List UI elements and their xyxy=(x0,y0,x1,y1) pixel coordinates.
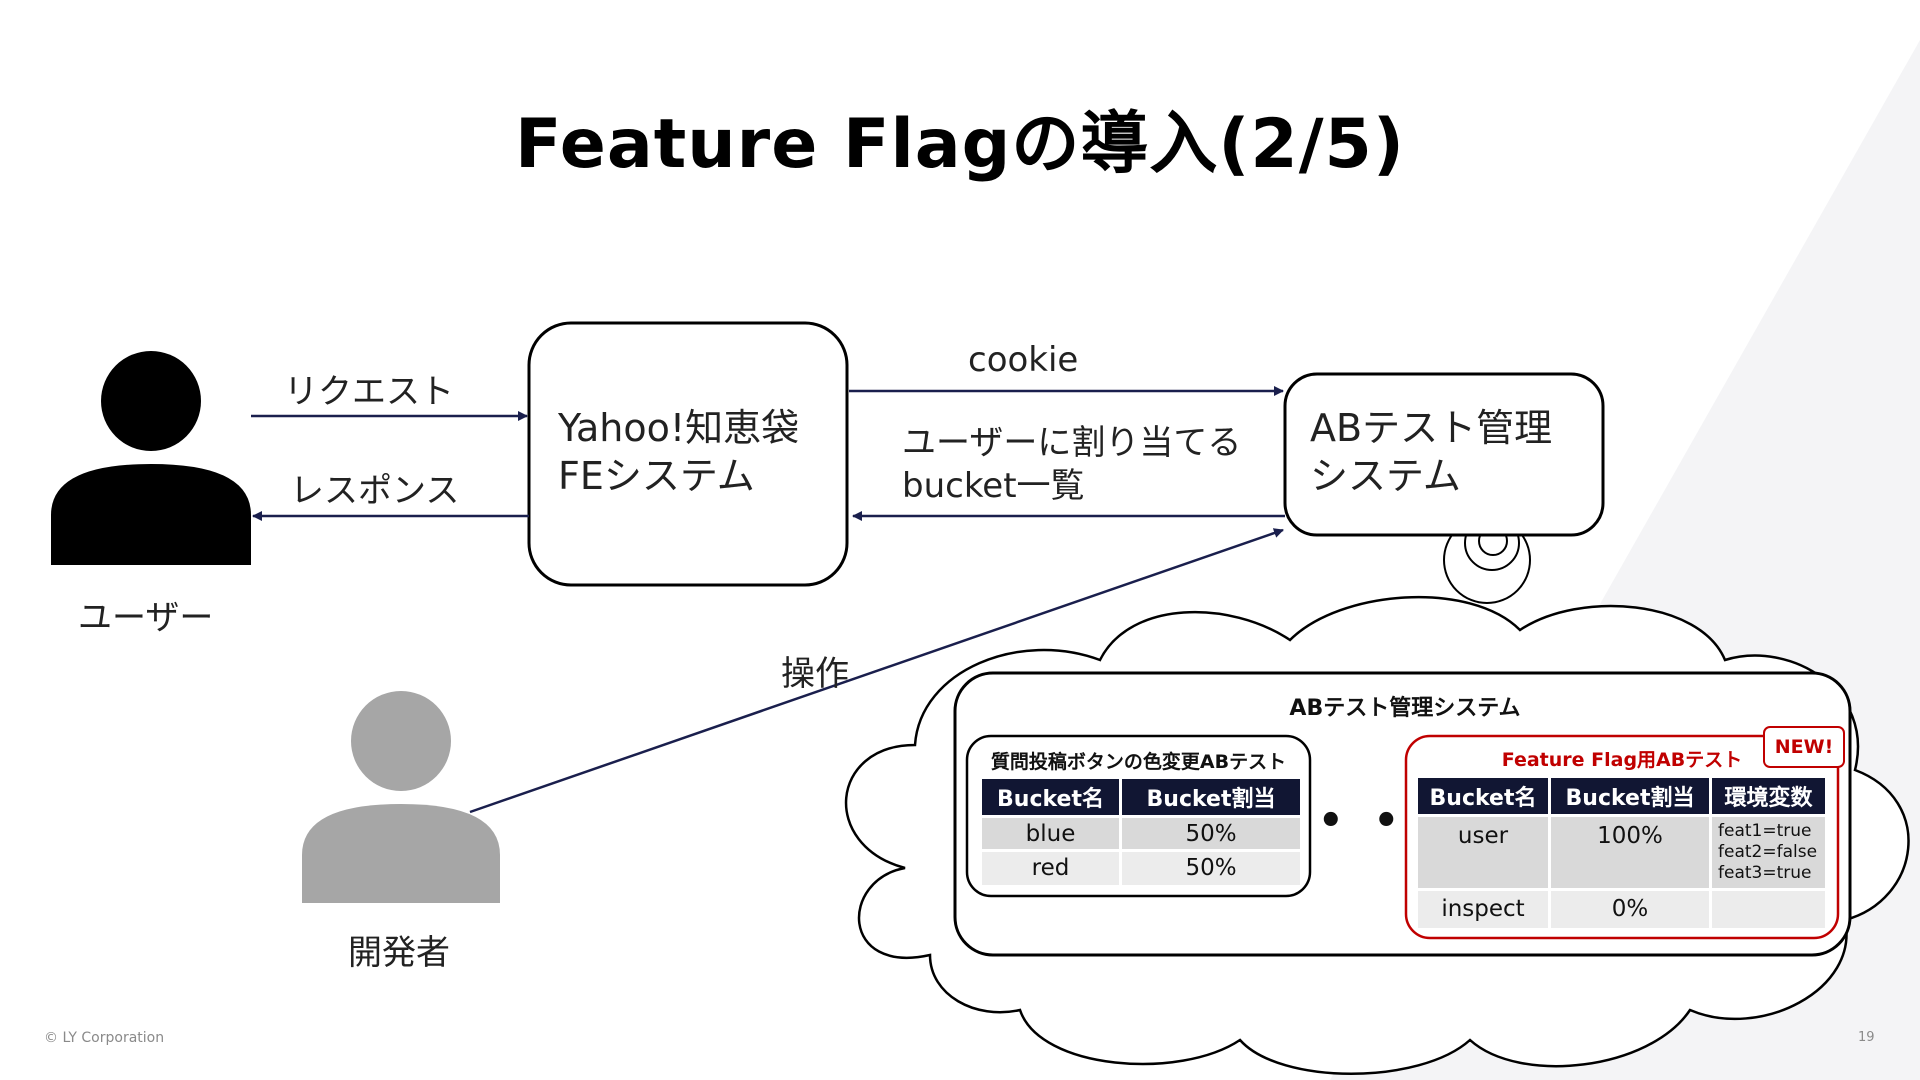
new-badge: NEW! xyxy=(1763,726,1845,768)
ab-system-label: ABテスト管理 システム xyxy=(1310,404,1552,500)
developer-icon xyxy=(302,691,500,903)
test2-cell-env: feat1=true feat2=false feat3=true xyxy=(1710,814,1825,890)
bucket-list-label-2: bucket一覧 xyxy=(902,466,1085,506)
test1-header-bucket-name: Bucket名 xyxy=(982,779,1122,817)
copyright-footer: © LY Corporation xyxy=(44,1030,165,1046)
test2-cell-share: 0% xyxy=(1549,888,1712,928)
fe-system-line2: FEシステム xyxy=(558,454,755,498)
test1-title: 質問投稿ボタンの色変更ABテスト xyxy=(990,751,1287,773)
test2-cell-name: inspect xyxy=(1418,888,1551,928)
bucket-list-label-1: ユーザーに割り当てる xyxy=(902,423,1242,463)
env-var-item: feat3=true xyxy=(1718,863,1812,883)
ab-system-line2: システム xyxy=(1310,454,1461,498)
test2-table: Bucket名 Bucket割当 環境変数 user 100% feat1=tr… xyxy=(1418,778,1825,928)
test1-header-bucket-share: Bucket割当 xyxy=(1120,779,1300,817)
test1-cell-name: blue xyxy=(982,815,1122,851)
operate-arrow xyxy=(469,528,1284,814)
cookie-label: cookie xyxy=(968,340,1079,380)
env-var-item: feat2=false xyxy=(1718,842,1818,862)
fe-system-box xyxy=(527,321,849,587)
test1-cell-name: red xyxy=(982,849,1122,885)
developer-label: 開発者 xyxy=(348,933,450,973)
test2-title: Feature Flag用ABテスト xyxy=(1501,749,1743,771)
fe-system-label: Yahoo!知恵袋 FEシステム xyxy=(558,404,799,500)
test1-table: Bucket名 Bucket割当 blue 50% red 50% xyxy=(982,779,1300,885)
test2-header-env-vars: 環境変数 xyxy=(1710,778,1825,816)
test1-cell-share: 50% xyxy=(1120,815,1300,851)
test2-header-bucket-share: Bucket割当 xyxy=(1549,778,1712,816)
slide-title: Feature Flagの導入(2/5) xyxy=(515,105,1405,184)
ab-system-box xyxy=(1283,372,1605,537)
test2-cell-name: user xyxy=(1418,814,1551,890)
request-label: リクエスト xyxy=(284,372,454,412)
table-row: inspect 0% xyxy=(1418,888,1825,928)
fe-system-line1: Yahoo!知恵袋 xyxy=(558,406,800,450)
page-number: 19 xyxy=(1858,1030,1875,1045)
operate-label: 操作 xyxy=(781,654,849,694)
test2-cell-share: 100% xyxy=(1549,814,1712,890)
env-var-item: feat1=true xyxy=(1718,821,1812,841)
ab-panel-title: ABテスト管理システム xyxy=(1289,696,1521,721)
table-row: user 100% feat1=true feat2=false feat3=t… xyxy=(1418,814,1825,890)
table-row: red 50% xyxy=(982,849,1300,885)
test2-header-bucket-name: Bucket名 xyxy=(1418,778,1551,816)
user-icon xyxy=(51,351,251,565)
table-row: blue 50% xyxy=(982,815,1300,851)
test2-cell-env-empty xyxy=(1710,888,1825,928)
ab-system-line1: ABテスト管理 xyxy=(1310,406,1553,450)
response-label: レスポンス xyxy=(290,471,460,511)
test1-cell-share: 50% xyxy=(1120,849,1300,885)
user-label: ユーザー xyxy=(78,598,214,638)
